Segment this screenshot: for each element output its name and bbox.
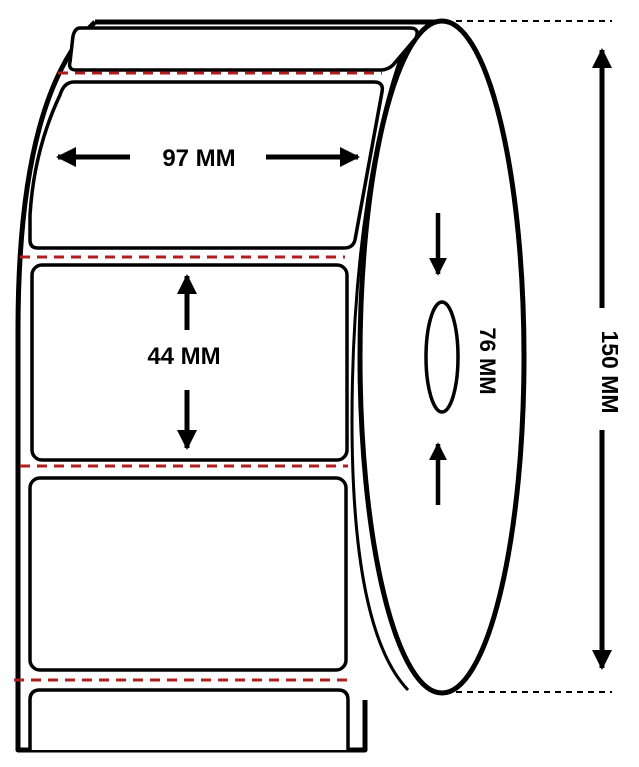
label-2 [30,263,349,462]
core-hole [424,300,460,414]
height-dimension: 44 MM [147,274,221,450]
label-width-text: 97 MM [162,145,235,172]
perforation-lines [14,71,382,682]
roll-diameter-text: 150 MM [597,330,623,413]
core-dimension: 76 MM [429,213,500,505]
width-dimension: 97 MM [56,145,360,172]
roll-dimension: 150 MM [592,48,623,670]
label-3 [28,476,348,672]
label-partial-bottom [28,688,350,750]
label-height-text: 44 MM [147,343,220,370]
label-1 [28,80,385,250]
label-partial-top [67,26,419,72]
core-diameter-text: 76 MM [475,327,500,394]
extension-lines [456,20,612,693]
